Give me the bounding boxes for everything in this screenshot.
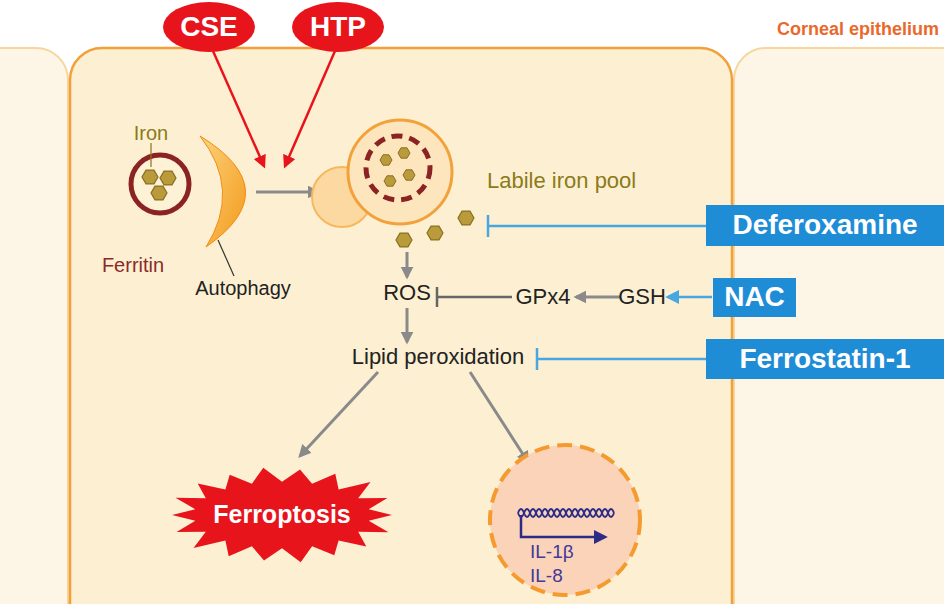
iron-particle	[380, 155, 392, 165]
degraded-ferritin	[366, 136, 430, 200]
node-text: HTP	[310, 12, 366, 43]
inhibitor-box: Ferrostatin-1	[706, 339, 944, 379]
molecule-label: ROS	[383, 281, 431, 305]
inhibition-bar	[436, 287, 439, 307]
node-text: NAC	[724, 282, 785, 313]
inhibition-line	[437, 296, 512, 299]
activation-arrow	[668, 296, 712, 299]
node-text: Ferroptosis	[213, 501, 351, 529]
stimulus-arrow	[285, 51, 335, 166]
inhibition-line	[537, 358, 706, 361]
inhibitor-box: Deferoxamine	[706, 205, 944, 246]
neighbor-cell	[0, 48, 68, 604]
ellipse-shape	[292, 2, 384, 52]
ellipse-shape	[163, 2, 255, 52]
stimulus-ellipse: HTP	[292, 2, 384, 52]
iron-particle	[396, 233, 412, 247]
dna-strand	[518, 509, 614, 517]
stimulus-ellipse: CSE	[163, 2, 255, 52]
process-arrow	[256, 191, 318, 194]
dna-strand	[518, 509, 614, 517]
transcription-arrow	[521, 515, 605, 537]
process-arrow	[300, 372, 378, 456]
process-label: Autophagy	[195, 277, 291, 299]
node-text: Ferrostatin-1	[739, 344, 910, 375]
iron-particle	[384, 176, 396, 186]
iron-particle	[403, 170, 415, 180]
node-text: CSE	[180, 12, 238, 43]
iron-particle	[151, 186, 167, 200]
process-arrow	[470, 372, 528, 462]
molecule-label: GSH	[618, 285, 666, 309]
process-arrow	[576, 296, 620, 299]
node-text: IL-8	[530, 564, 563, 588]
leader-line	[150, 143, 151, 167]
ferritin-shell	[131, 155, 189, 213]
outcome-starburst: Ferroptosis	[172, 466, 392, 564]
inhibition-bar	[536, 348, 539, 370]
component-label: Iron	[134, 122, 168, 144]
nucleus-outline	[490, 445, 640, 595]
iron-particle	[398, 148, 410, 158]
leader-line	[218, 240, 234, 276]
iron-particle	[160, 171, 176, 185]
neighbor-cell	[734, 48, 944, 604]
node-outline	[487, 442, 643, 598]
molecule-label: GPx4	[515, 285, 570, 309]
process-arrow	[406, 308, 409, 342]
autophagy-crescent	[200, 136, 246, 247]
iron-particle	[458, 211, 474, 225]
inhibition-bar	[487, 215, 490, 237]
region-label: Corneal epithelium	[777, 20, 939, 40]
node-text: Deferoxamine	[732, 210, 917, 241]
inhibitor-box: NAC	[713, 278, 796, 317]
stimulus-arrow	[213, 51, 264, 166]
node-text: IL-1β	[530, 540, 574, 564]
component-label: Ferritin	[102, 254, 164, 276]
epithelial-cell	[70, 48, 732, 604]
inhibition-line	[488, 225, 706, 228]
autophagosome	[348, 120, 452, 224]
starburst-shape	[172, 468, 392, 563]
component-label: Labile iron pool	[487, 169, 636, 193]
process-label: Lipid peroxidation	[352, 345, 524, 369]
iron-particle	[142, 170, 158, 184]
nucleus-circle: IL-1βIL-8	[487, 442, 643, 598]
process-arrow	[406, 252, 409, 277]
iron-particle	[427, 226, 443, 240]
